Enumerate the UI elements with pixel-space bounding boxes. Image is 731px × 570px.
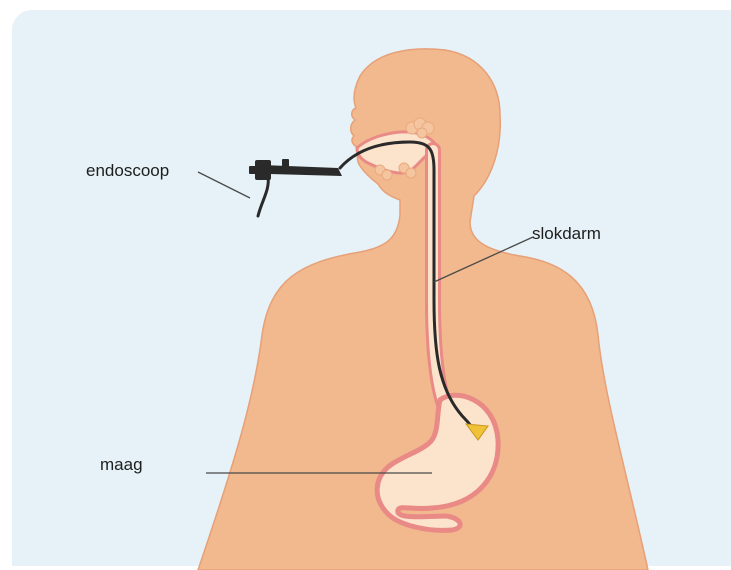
endoscope-cable [258,176,268,216]
endoscope-handle [249,159,342,180]
leader-line-endoscope [198,172,250,198]
label-stomach: maag [100,455,143,475]
label-endoscope: endoscoop [86,161,169,181]
label-esophagus: slokdarm [532,224,601,244]
